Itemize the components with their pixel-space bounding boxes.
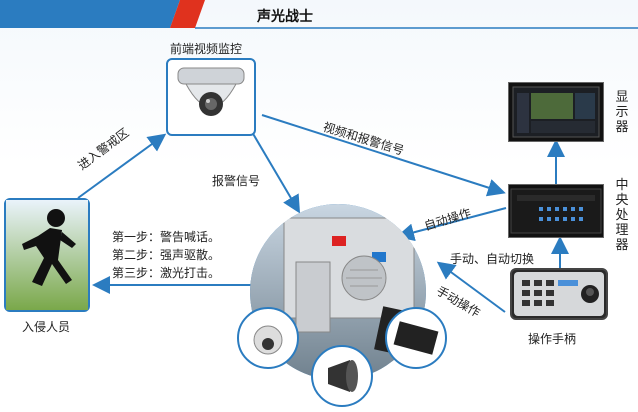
banner-blue-block (0, 0, 180, 28)
camera-label: 前端视频监控 (170, 42, 243, 56)
intruder-label: 入侵人员 (22, 320, 71, 334)
controller-device (510, 268, 608, 320)
display-label: 显示器 (615, 90, 629, 135)
camera-card (166, 58, 256, 136)
step-3: 第三步：激光打击。 (112, 266, 221, 280)
server-rack-icon (510, 188, 602, 234)
arrow-enter-zone (77, 133, 167, 199)
edge-label-manual-auto-switch: 手动、自动切换 (450, 252, 535, 266)
arrow-auto-operation (396, 207, 507, 242)
top-banner (0, 0, 638, 29)
intruder-card (4, 198, 90, 312)
step-1: 第一步：警告喊话。 (112, 230, 221, 244)
running-person-icon (6, 200, 88, 310)
banner-red-stripe (170, 0, 205, 28)
deterrence-steps: 第一步：警告喊话。 第二步：强声驱散。 第三步：激光打击。 (112, 228, 220, 282)
ptz-camera-icon (177, 67, 245, 116)
page-title: 声光战士 (257, 9, 313, 25)
arrow-manual-operation (436, 261, 506, 313)
edge-label-alarm-signal: 报警信号 (212, 174, 261, 188)
arrow-video-and-alarm (261, 114, 506, 197)
processor-label: 中央处理器 (615, 178, 629, 253)
monitor-screen-icon (512, 86, 600, 138)
keyboard-joystick-icon (514, 272, 604, 316)
arrow-alarm-signal (251, 131, 301, 214)
step-2: 第二步：强声驱散。 (112, 248, 221, 262)
controller-label: 操作手柄 (528, 332, 577, 346)
processor-unit (508, 184, 604, 238)
blue-light-icon (372, 252, 386, 262)
display-monitor (508, 82, 604, 142)
red-light-icon (332, 236, 346, 246)
